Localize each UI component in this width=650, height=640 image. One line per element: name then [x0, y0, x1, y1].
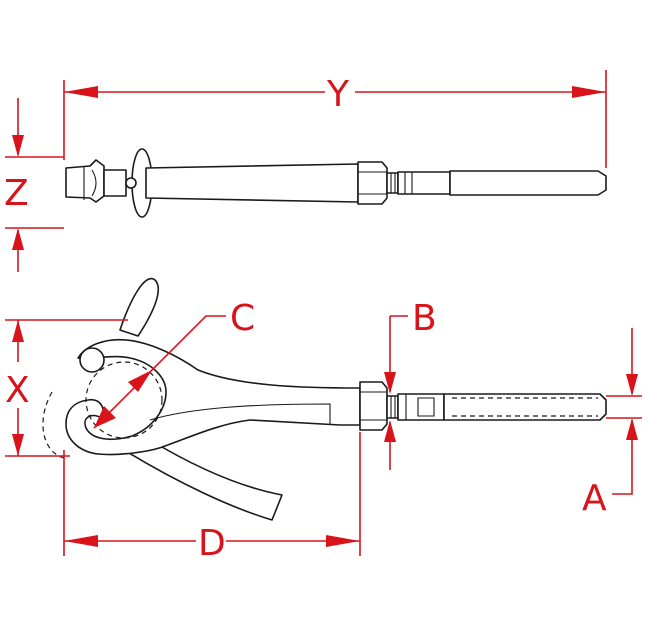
dimension-y: Y [63, 70, 607, 168]
side-view [42, 277, 607, 521]
side-pin [79, 347, 105, 373]
dimension-c: C [93, 298, 255, 429]
top-body [145, 163, 359, 203]
side-gate-tail [123, 439, 283, 521]
label-y: Y [326, 74, 350, 115]
dimension-x: X [5, 319, 128, 457]
top-stud [449, 170, 607, 196]
label-a: A [582, 478, 607, 519]
dimension-d: D [63, 432, 361, 564]
label-z: Z [4, 173, 29, 214]
dimension-a: A [582, 328, 642, 519]
side-hex-nut [359, 381, 388, 431]
side-ring [119, 277, 160, 337]
side-hook-body [65, 338, 361, 456]
side-threaded-stud [443, 393, 607, 421]
label-d: D [198, 523, 226, 564]
label-c: C [230, 298, 255, 339]
top-hex-nut [357, 161, 388, 205]
top-clevis [65, 159, 105, 203]
dimension-z: Z [4, 98, 64, 272]
dimension-b: B [384, 298, 437, 470]
label-b: B [412, 298, 437, 339]
top-view [65, 148, 607, 218]
label-x: X [5, 370, 30, 411]
